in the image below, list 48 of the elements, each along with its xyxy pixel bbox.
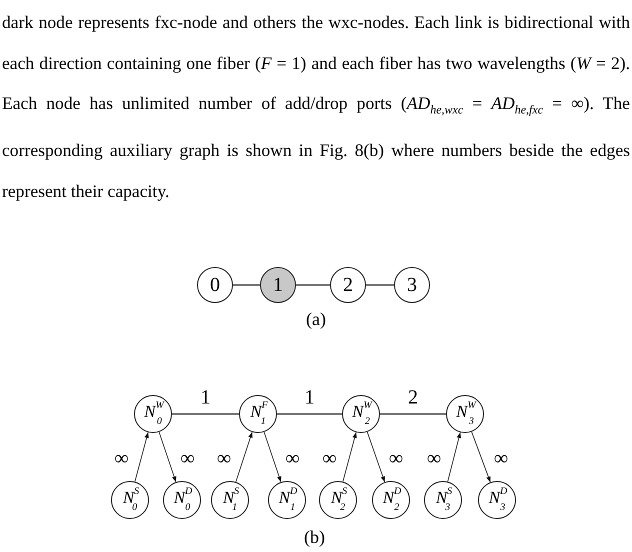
node-circle bbox=[446, 395, 484, 433]
link-line bbox=[380, 413, 446, 415]
edge-label: ∞ bbox=[494, 448, 508, 470]
edge-label: 1 bbox=[200, 386, 210, 410]
node-circle bbox=[260, 267, 296, 303]
node-label: 3 bbox=[407, 275, 417, 295]
edge-label: ∞ bbox=[216, 448, 232, 470]
link-line bbox=[296, 284, 330, 286]
arrow bbox=[158, 432, 176, 482]
node-circle bbox=[342, 395, 380, 433]
link-line bbox=[172, 413, 239, 415]
figure-caption: (b) bbox=[304, 527, 325, 548]
arrow bbox=[134, 432, 149, 482]
node-circle bbox=[163, 481, 201, 519]
node-circle bbox=[394, 267, 430, 303]
node-circle bbox=[424, 481, 462, 519]
edge-label: ∞ bbox=[285, 448, 300, 470]
arrow bbox=[235, 432, 253, 482]
figure-caption: (a) bbox=[306, 309, 326, 330]
edge-label: ∞ bbox=[426, 448, 442, 470]
arrow bbox=[342, 432, 357, 482]
link-line bbox=[277, 413, 342, 415]
link-line bbox=[366, 284, 394, 286]
node-circle bbox=[197, 267, 233, 303]
arrow bbox=[366, 432, 386, 482]
edge-label: 1 bbox=[304, 386, 314, 410]
node-circle bbox=[478, 481, 516, 519]
arrow bbox=[447, 432, 462, 482]
node-circle bbox=[319, 481, 357, 519]
edge-label: ∞ bbox=[388, 448, 404, 470]
edge-label: ∞ bbox=[322, 448, 337, 470]
node-circle bbox=[134, 395, 172, 433]
node-circle bbox=[239, 395, 277, 433]
node-label: 1 bbox=[273, 275, 283, 295]
arrow bbox=[264, 432, 282, 482]
arrow bbox=[471, 431, 491, 483]
node-circle bbox=[372, 481, 410, 519]
node-circle bbox=[211, 481, 249, 519]
edge-label: ∞ bbox=[180, 448, 195, 470]
edge-label: ∞ bbox=[114, 448, 129, 470]
edge-label: 2 bbox=[408, 386, 418, 410]
node-label: 2 bbox=[343, 275, 353, 295]
node-circle bbox=[330, 267, 366, 303]
paragraph: dark node represents fxc-node and others the wxc-nodes. Each link is bidirectional with each direction containing one fiber (F = 1) and each fiber has two wavelengths (W = 2). Each node has unlimited number of add/drop ports (AD$_{he,wxc}$ = AD$_{he,fxc}$ = ∞). The corresponding auxiliary graph is shown in Fig. 8(b) where numbers beside the edges represent their capacity. bbox=[2, 11, 630, 203]
node-circle bbox=[111, 481, 149, 519]
link-line bbox=[233, 284, 260, 286]
node-circle bbox=[268, 481, 306, 519]
node-label: 0 bbox=[210, 275, 220, 295]
